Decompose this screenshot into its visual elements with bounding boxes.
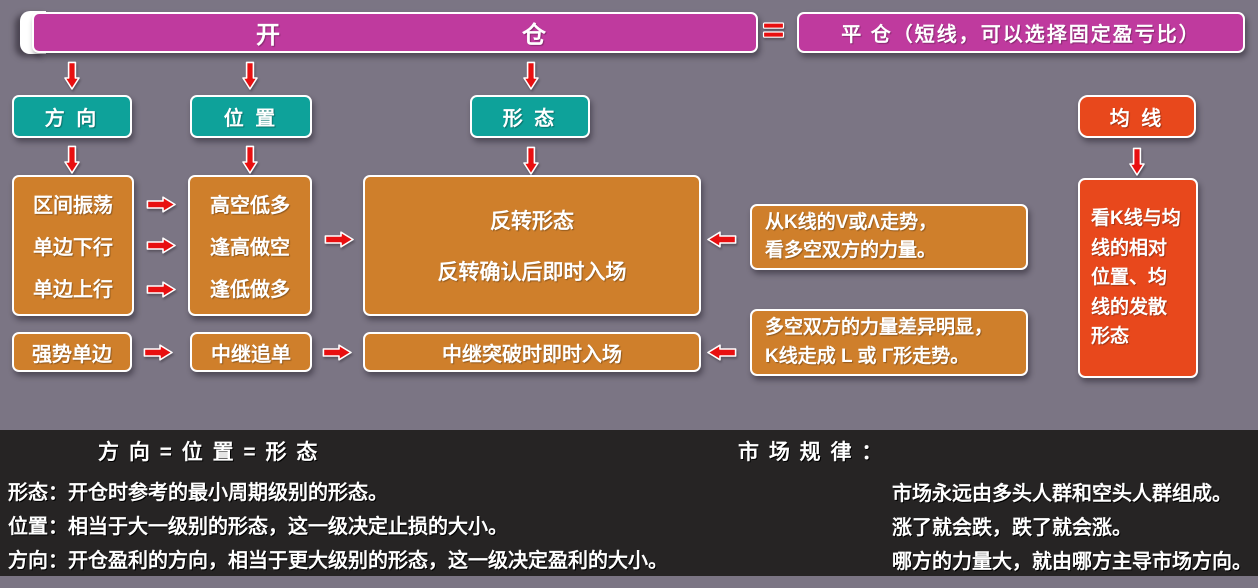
reversal-pattern-entry: 反转确认后即时入场 (437, 261, 627, 284)
close-position-bar: 平 仓（短线，可以选择固定盈亏比） (797, 12, 1245, 53)
kline-l-note-box: 多空双方的力量差异明显， K线走成 L 或 Γ形走势。 (750, 309, 1028, 376)
note-line-position: 位置：相当于大一级别的形态，这一级决定止损的大小。 (8, 516, 508, 538)
note-line-pattern: 形态：开仓时参考的最小周期级别的形态。 (8, 482, 388, 504)
right-arrow-icon (143, 344, 173, 361)
left-notes-title: 方 向 = 位 置 = 形 态 (98, 441, 320, 464)
tactic-item: 逢高做空 (210, 236, 290, 259)
kline-v-note-box: 从K线的V或Λ走势， 看多空双方的力量。 (750, 204, 1028, 270)
market-state-item: 单边上行 (33, 278, 113, 301)
moving-average-label: 均 线 (1109, 108, 1165, 130)
left-arrow-icon (707, 344, 737, 361)
continuation-chase-box: 中继追单 (190, 332, 312, 372)
direction-box: 方 向 (12, 95, 132, 138)
right-arrow-icon (146, 281, 176, 298)
equals-icon (762, 21, 786, 40)
right-notes-title: 市 场 规 律 ： (738, 441, 885, 464)
down-arrow-icon (242, 61, 258, 90)
direction-label: 方 向 (44, 108, 100, 130)
down-arrow-icon (64, 61, 80, 90)
reversal-pattern-title: 反转形态 (490, 210, 574, 233)
reversal-pattern-box: 反转形态 反转确认后即时入场 (363, 175, 701, 316)
pattern-label: 形 态 (502, 108, 558, 130)
tactic-item: 逢低做多 (210, 278, 290, 301)
tactic-item: 高空低多 (210, 195, 290, 218)
right-arrow-icon (322, 344, 352, 361)
right-arrow-icon (146, 196, 176, 213)
left-arrow-icon (707, 231, 737, 248)
market-state-box: 区间振荡 单边下行 单边上行 (12, 175, 134, 316)
note-line-direction: 方向：开仓盈利的方向，相当于更大级别的形态，这一级决定盈利的大小。 (8, 550, 668, 572)
kline-v-note-line: 从K线的V或Λ走势， (765, 211, 938, 233)
tactic-box: 高空低多 逢高做空 逢低做多 (188, 175, 312, 316)
kline-l-note-line: 多空双方的力量差异明显， (765, 317, 994, 338)
open-position-bar: 开 仓 (32, 12, 758, 53)
open-bar-char-left: 开 (256, 22, 280, 49)
ma-note-text: 看K线与均线的相对位置、均线的发散形态 (1091, 208, 1181, 348)
market-rule-line: 市场永远由多头人群和空头人群组成。 (892, 483, 1232, 505)
market-state-item: 单边下行 (33, 236, 113, 259)
moving-average-box: 均 线 (1078, 95, 1196, 138)
market-rule-line: 涨了就会跌，跌了就会涨。 (892, 517, 1132, 539)
strong-trend-box: 强势单边 (12, 332, 132, 372)
down-arrow-icon (523, 61, 539, 90)
market-rule-line: 哪方的力量大，就由哪方主导市场方向。 (892, 551, 1252, 573)
right-arrow-icon (146, 237, 176, 254)
strong-trend-label: 强势单边 (32, 343, 112, 366)
kline-l-note-line: K线走成 L 或 Γ形走势。 (765, 345, 970, 367)
down-arrow-icon (64, 145, 80, 174)
continuation-chase-label: 中继追单 (211, 343, 291, 366)
breakout-entry-label: 中继突破时即时入场 (442, 343, 622, 366)
position-label: 位 置 (223, 108, 279, 130)
close-bar-label: 平 仓（短线，可以选择固定盈亏比） (841, 24, 1201, 46)
position-box: 位 置 (190, 95, 312, 138)
down-arrow-icon (1129, 147, 1145, 176)
notes-panel: 方 向 = 位 置 = 形 态 形态：开仓时参考的最小周期级别的形态。 位置：相… (0, 430, 1258, 576)
pattern-box: 形 态 (470, 95, 590, 138)
down-arrow-icon (523, 146, 539, 175)
right-arrow-icon (324, 231, 354, 248)
ma-note-box: 看K线与均线的相对位置、均线的发散形态 (1078, 178, 1198, 378)
open-bar-char-right: 仓 (522, 22, 546, 49)
breakout-entry-box: 中继突破时即时入场 (363, 332, 701, 372)
kline-v-note-line: 看多空双方的力量。 (765, 240, 937, 261)
down-arrow-icon (242, 145, 258, 174)
market-state-item: 区间振荡 (33, 195, 113, 218)
